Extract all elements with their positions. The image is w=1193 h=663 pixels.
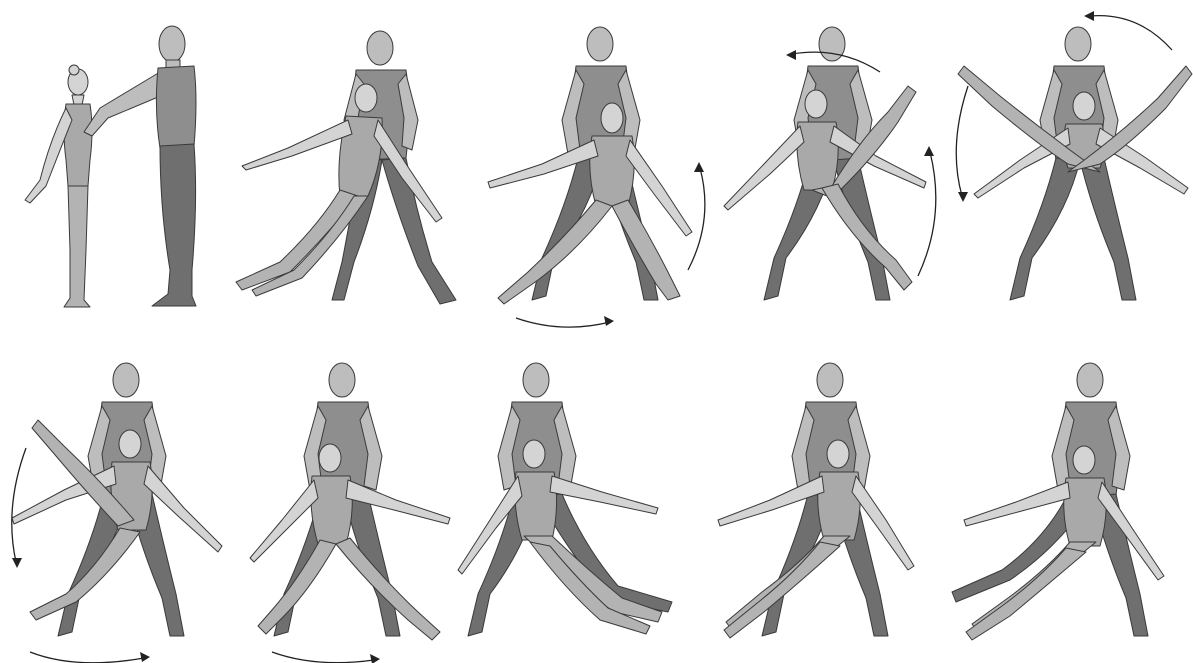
panel-step-4 bbox=[712, 0, 952, 330]
panel-step-6 bbox=[0, 350, 236, 663]
panel-step-2 bbox=[228, 0, 468, 330]
panel-step-7 bbox=[236, 350, 466, 663]
panel-step-1 bbox=[0, 0, 230, 330]
woman-figure bbox=[25, 65, 92, 307]
man-figure bbox=[84, 26, 196, 306]
panel-step-8 bbox=[454, 350, 690, 663]
panel-step-5 bbox=[950, 0, 1193, 330]
panel-step-10 bbox=[950, 350, 1193, 663]
panel-step-3 bbox=[482, 0, 722, 340]
man-figure bbox=[468, 363, 672, 636]
panel-step-9 bbox=[714, 350, 950, 663]
motion-arrow bbox=[272, 652, 380, 663]
